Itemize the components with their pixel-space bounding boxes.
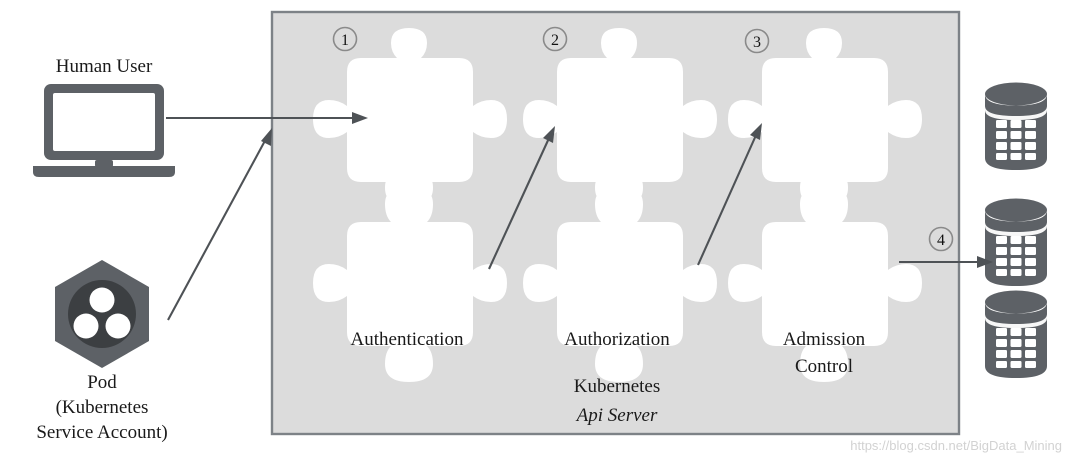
database-cylinder-icon-1	[985, 82, 1047, 170]
pod-label-line-2: (Kubernetes	[56, 397, 149, 418]
api-server-caption-line-2: Api Server	[575, 405, 658, 426]
human-user-label: Human User	[56, 56, 153, 77]
laptop-icon	[33, 84, 175, 177]
human-user-node: Human User	[33, 56, 175, 177]
stage-3-label-line-1: Admission	[783, 329, 866, 350]
stage-2-authorization: 2 Authorization	[523, 26, 717, 382]
arrow-authorization-to-admission-control	[697, 123, 762, 266]
stage-1-number-badge: 1	[332, 26, 358, 52]
stage-4-number: 4	[937, 232, 945, 249]
stage-3-label-line-2: Control	[795, 356, 853, 377]
kubernetes-pod-hexagon-icon	[55, 260, 149, 368]
stage-3-number: 3	[753, 34, 761, 51]
arrow-human-user-to-api-server	[166, 112, 368, 124]
stage-3-number-badge: 3	[744, 28, 770, 54]
arrow-pod-to-api-server	[167, 128, 272, 321]
stage-2-number: 2	[551, 32, 559, 49]
pod-label-line-3: Service Account)	[36, 422, 167, 443]
stage-4-number-badge: 4	[928, 226, 954, 252]
api-server-caption-line-1: Kubernetes	[574, 376, 661, 397]
database-cylinder-icon-3	[985, 290, 1047, 378]
arrow-authentication-to-authorization	[488, 126, 555, 270]
stage-1-number: 1	[341, 32, 349, 49]
stage-2-label: Authorization	[564, 329, 670, 350]
api-server-caption: Kubernetes Api Server	[574, 376, 661, 426]
stage-1-label: Authentication	[351, 329, 464, 350]
stage-1-authentication: 1 Authentication	[313, 26, 507, 382]
pod-node: Pod (Kubernetes Service Account)	[36, 260, 168, 443]
datastore-group	[985, 82, 1047, 378]
pod-label-line-1: Pod	[87, 372, 117, 393]
watermark-text: https://blog.csdn.net/BigData_Mining	[850, 438, 1062, 453]
stage-3-admission-control: 3 Admission Control	[728, 28, 922, 382]
database-cylinder-icon-2	[985, 198, 1047, 286]
arrow-api-server-to-datastore: 4	[899, 226, 993, 268]
stage-2-number-badge: 2	[542, 26, 568, 52]
